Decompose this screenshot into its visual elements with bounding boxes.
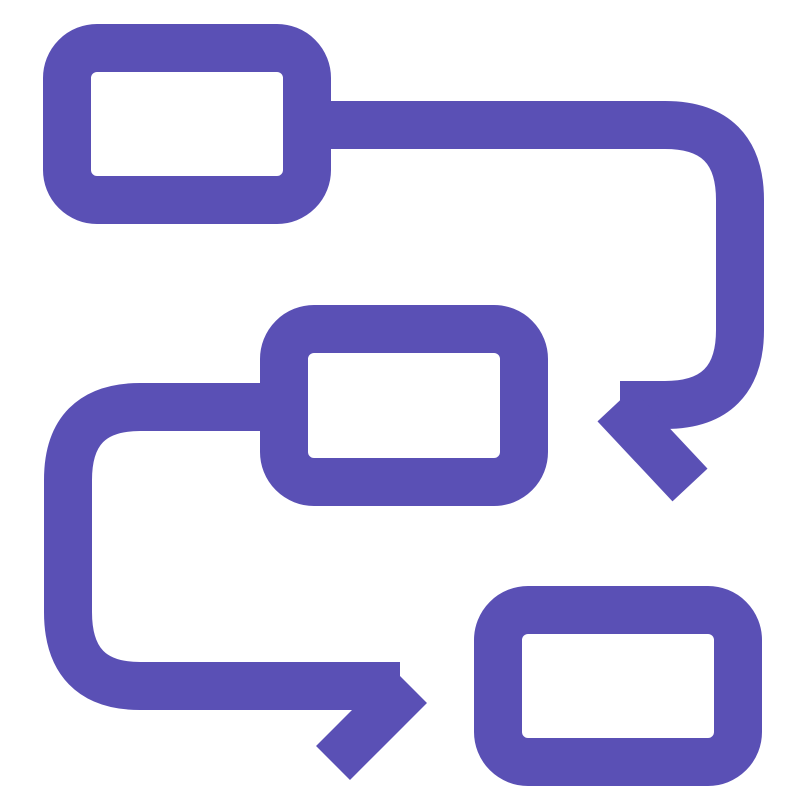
process-box-2 (260, 305, 548, 506)
process-box-1 (43, 24, 331, 224)
arrowhead-bottom-icon (316, 669, 427, 780)
connector-2-to-3 (44, 383, 400, 710)
process-box-3 (474, 586, 762, 786)
connector-1-to-2 (330, 101, 764, 429)
arrowhead-right-icon (597, 388, 708, 502)
